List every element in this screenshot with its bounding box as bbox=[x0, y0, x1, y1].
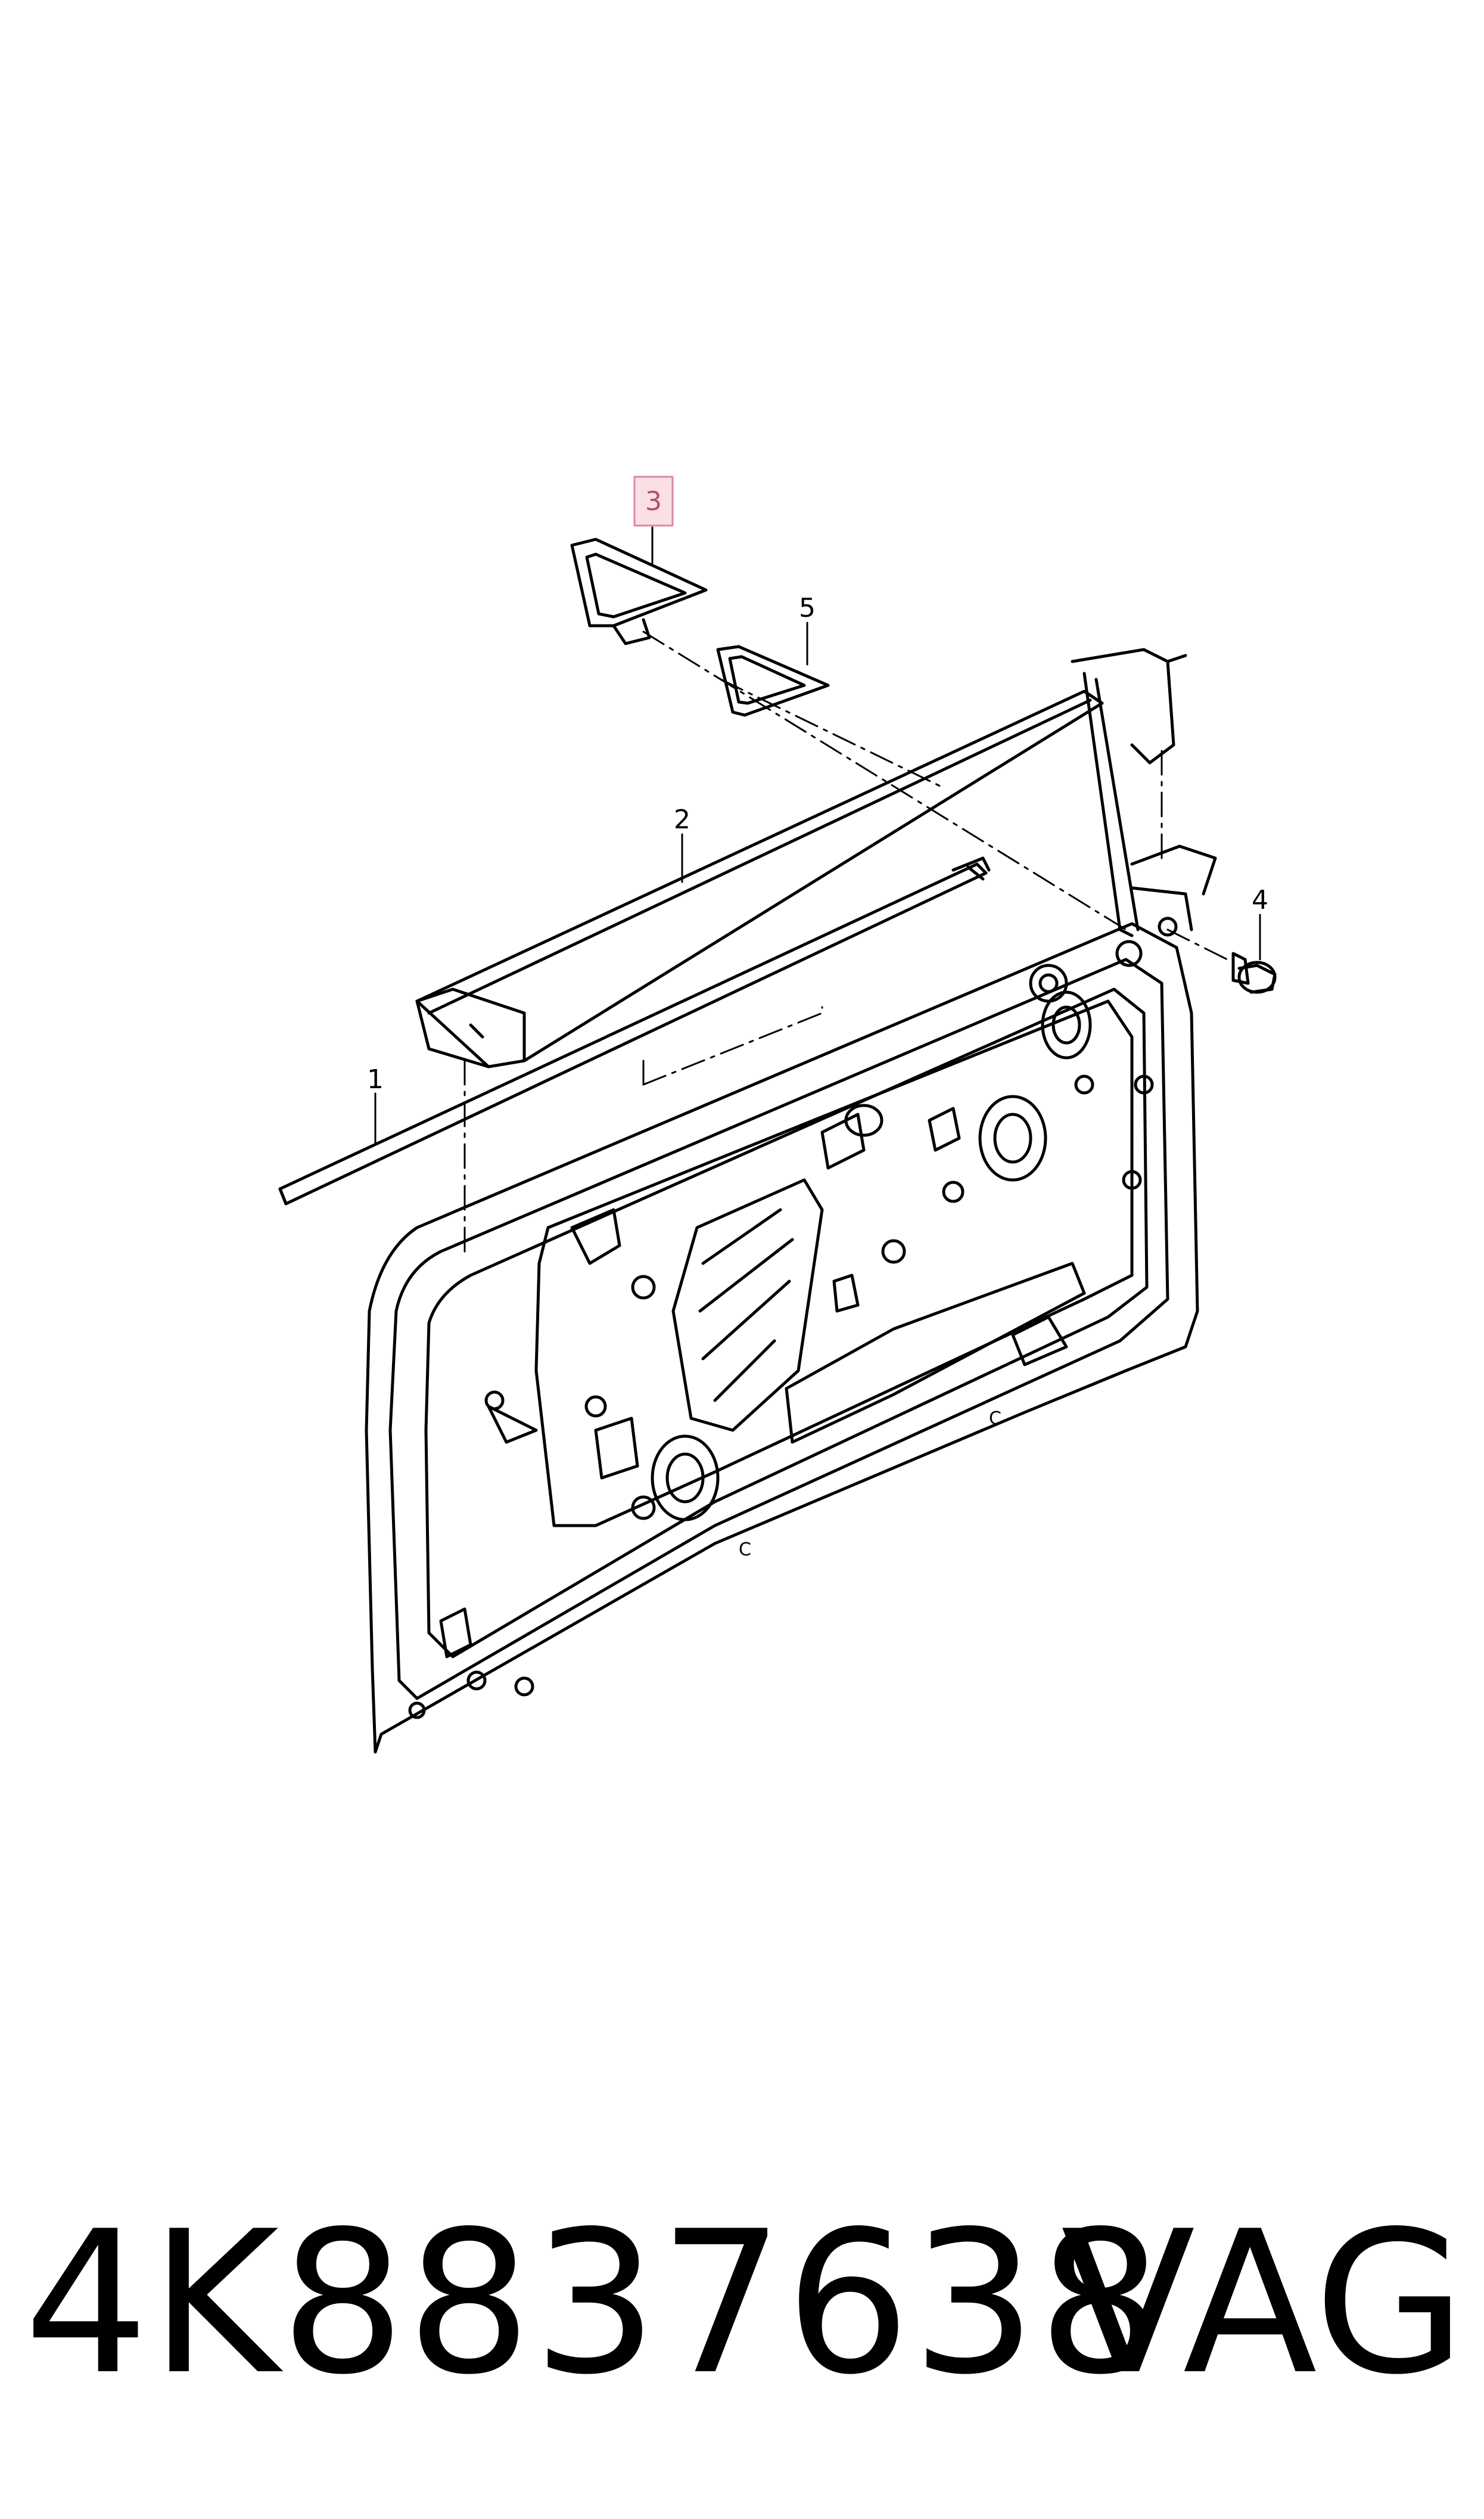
leader-lines bbox=[374, 526, 1261, 1145]
part-number: 4K8837638 bbox=[24, 2189, 1165, 2418]
svg-text:C: C bbox=[989, 1408, 1001, 1429]
part-5-triangle-seal bbox=[716, 645, 830, 717]
svg-text:C: C bbox=[739, 1539, 751, 1560]
callouts: 3 5 2 1 4 bbox=[367, 476, 1268, 1095]
callout-2: 2 bbox=[674, 805, 690, 835]
part-3-mirror-triangle-cover bbox=[570, 538, 708, 645]
callout-4: 4 bbox=[1252, 885, 1268, 915]
callout-3-highlight-box bbox=[633, 476, 674, 527]
callout-1: 1 bbox=[367, 1064, 384, 1095]
brand-name: VAG bbox=[1060, 2189, 1466, 2418]
callout-5: 5 bbox=[799, 593, 816, 623]
part-1-window-seal bbox=[278, 856, 991, 1206]
part-4-bolt bbox=[1231, 952, 1277, 994]
door-shell: C C bbox=[365, 922, 1199, 1754]
assembly-lines bbox=[463, 630, 1228, 1259]
callout-3: 3 bbox=[645, 486, 662, 517]
part-2-weather-strip bbox=[415, 648, 1217, 1069]
